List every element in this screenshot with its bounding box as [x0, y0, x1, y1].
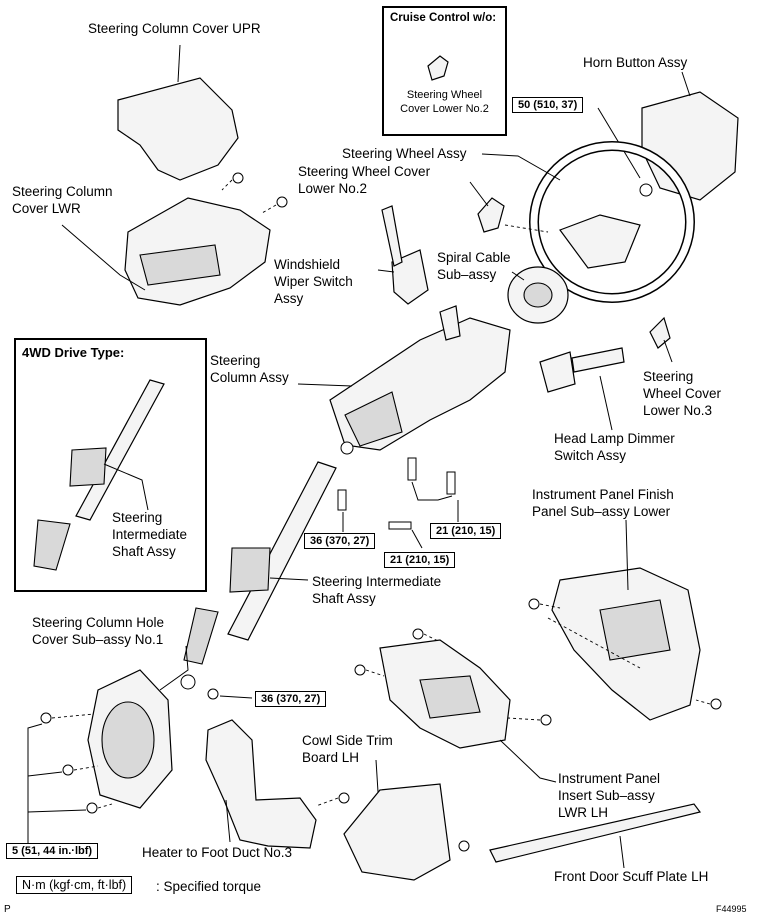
label-horn-button: Horn Button Assy [583, 55, 688, 70]
torque-shaft-upper: 36 (370, 27) [304, 533, 376, 549]
label-intermediate-shaft: Steering Intermediate Shaft Assy [312, 574, 442, 606]
label-hole-cover: Steering Column Hole Cover Sub–assy No.1 [32, 615, 165, 647]
torque-column-bolt-a: 21 (210, 15) [430, 523, 502, 539]
wheel-cover-no3-part [649, 316, 671, 349]
cruise-inset-part-label: Steering Wheel Cover Lower No.2 [400, 89, 489, 115]
4wd-inset [14, 338, 207, 592]
label-cowl-trim: Cowl Side Trim Board LH [302, 733, 393, 765]
label-column-assy: Steering Column Assy [210, 353, 289, 385]
label-heater-duct: Heater to Foot Duct No.3 [142, 845, 293, 860]
legend-torque-unit: N·m (kgf·cm, ft·lbf) [16, 876, 133, 894]
column-cover-upr-part [117, 77, 239, 181]
wiper-switch-part [391, 249, 429, 305]
torque-column-bolt-b: 21 (210, 15) [384, 552, 456, 568]
cruise-inset-title: Cruise Control w/o: [390, 12, 497, 24]
torque-horn: 50 (510, 37) [512, 97, 584, 113]
wheel-cover-no2-part [477, 197, 505, 233]
label-wheel-assy: Steering Wheel Assy [342, 146, 467, 161]
label-wiper-switch: Windshield Wiper Switch Assy [274, 257, 353, 306]
torque-hole-cover: 5 (51, 44 in.·lbf) [6, 843, 99, 859]
corner-mark: P [4, 904, 11, 915]
cruise-cover-part [427, 55, 449, 81]
label-dimmer-switch: Head Lamp Dimmer Switch Assy [554, 431, 675, 463]
label-wheel-cover-no2: Steering Wheel Cover Lower No.2 [298, 164, 431, 196]
label-panel-finish: Instrument Panel Finish Panel Sub–assy L… [532, 487, 674, 519]
horn-button-part [641, 91, 739, 201]
label-wheel-cover-no3: Steering Wheel Cover Lower No.3 [643, 369, 722, 418]
label-column-cover-upr: Steering Column Cover UPR [88, 21, 261, 36]
label-inner-shaft: Steering Intermediate Shaft Assy [112, 510, 188, 559]
scuff-plate-part [489, 803, 702, 863]
torque-shaft-lower: 36 (370, 27) [255, 691, 327, 707]
label-panel-insert: Instrument Panel Insert Sub–assy LWR LH [558, 771, 661, 820]
figure-code: F44995 [716, 904, 747, 914]
cruise-control-inset [382, 6, 507, 136]
4wd-inset-title: 4WD Drive Type: [22, 345, 125, 360]
label-column-cover-lwr: Steering Column Cover LWR [12, 184, 113, 216]
heater-duct-part [205, 719, 317, 849]
cowl-trim-part [343, 783, 451, 881]
dimmer-switch-part [539, 351, 576, 393]
label-scuff-plate: Front Door Scuff Plate LH [554, 869, 709, 884]
label-spiral-cable: Spiral Cable Sub–assy [437, 250, 511, 282]
legend-specified-torque: : Specified torque [156, 879, 262, 894]
